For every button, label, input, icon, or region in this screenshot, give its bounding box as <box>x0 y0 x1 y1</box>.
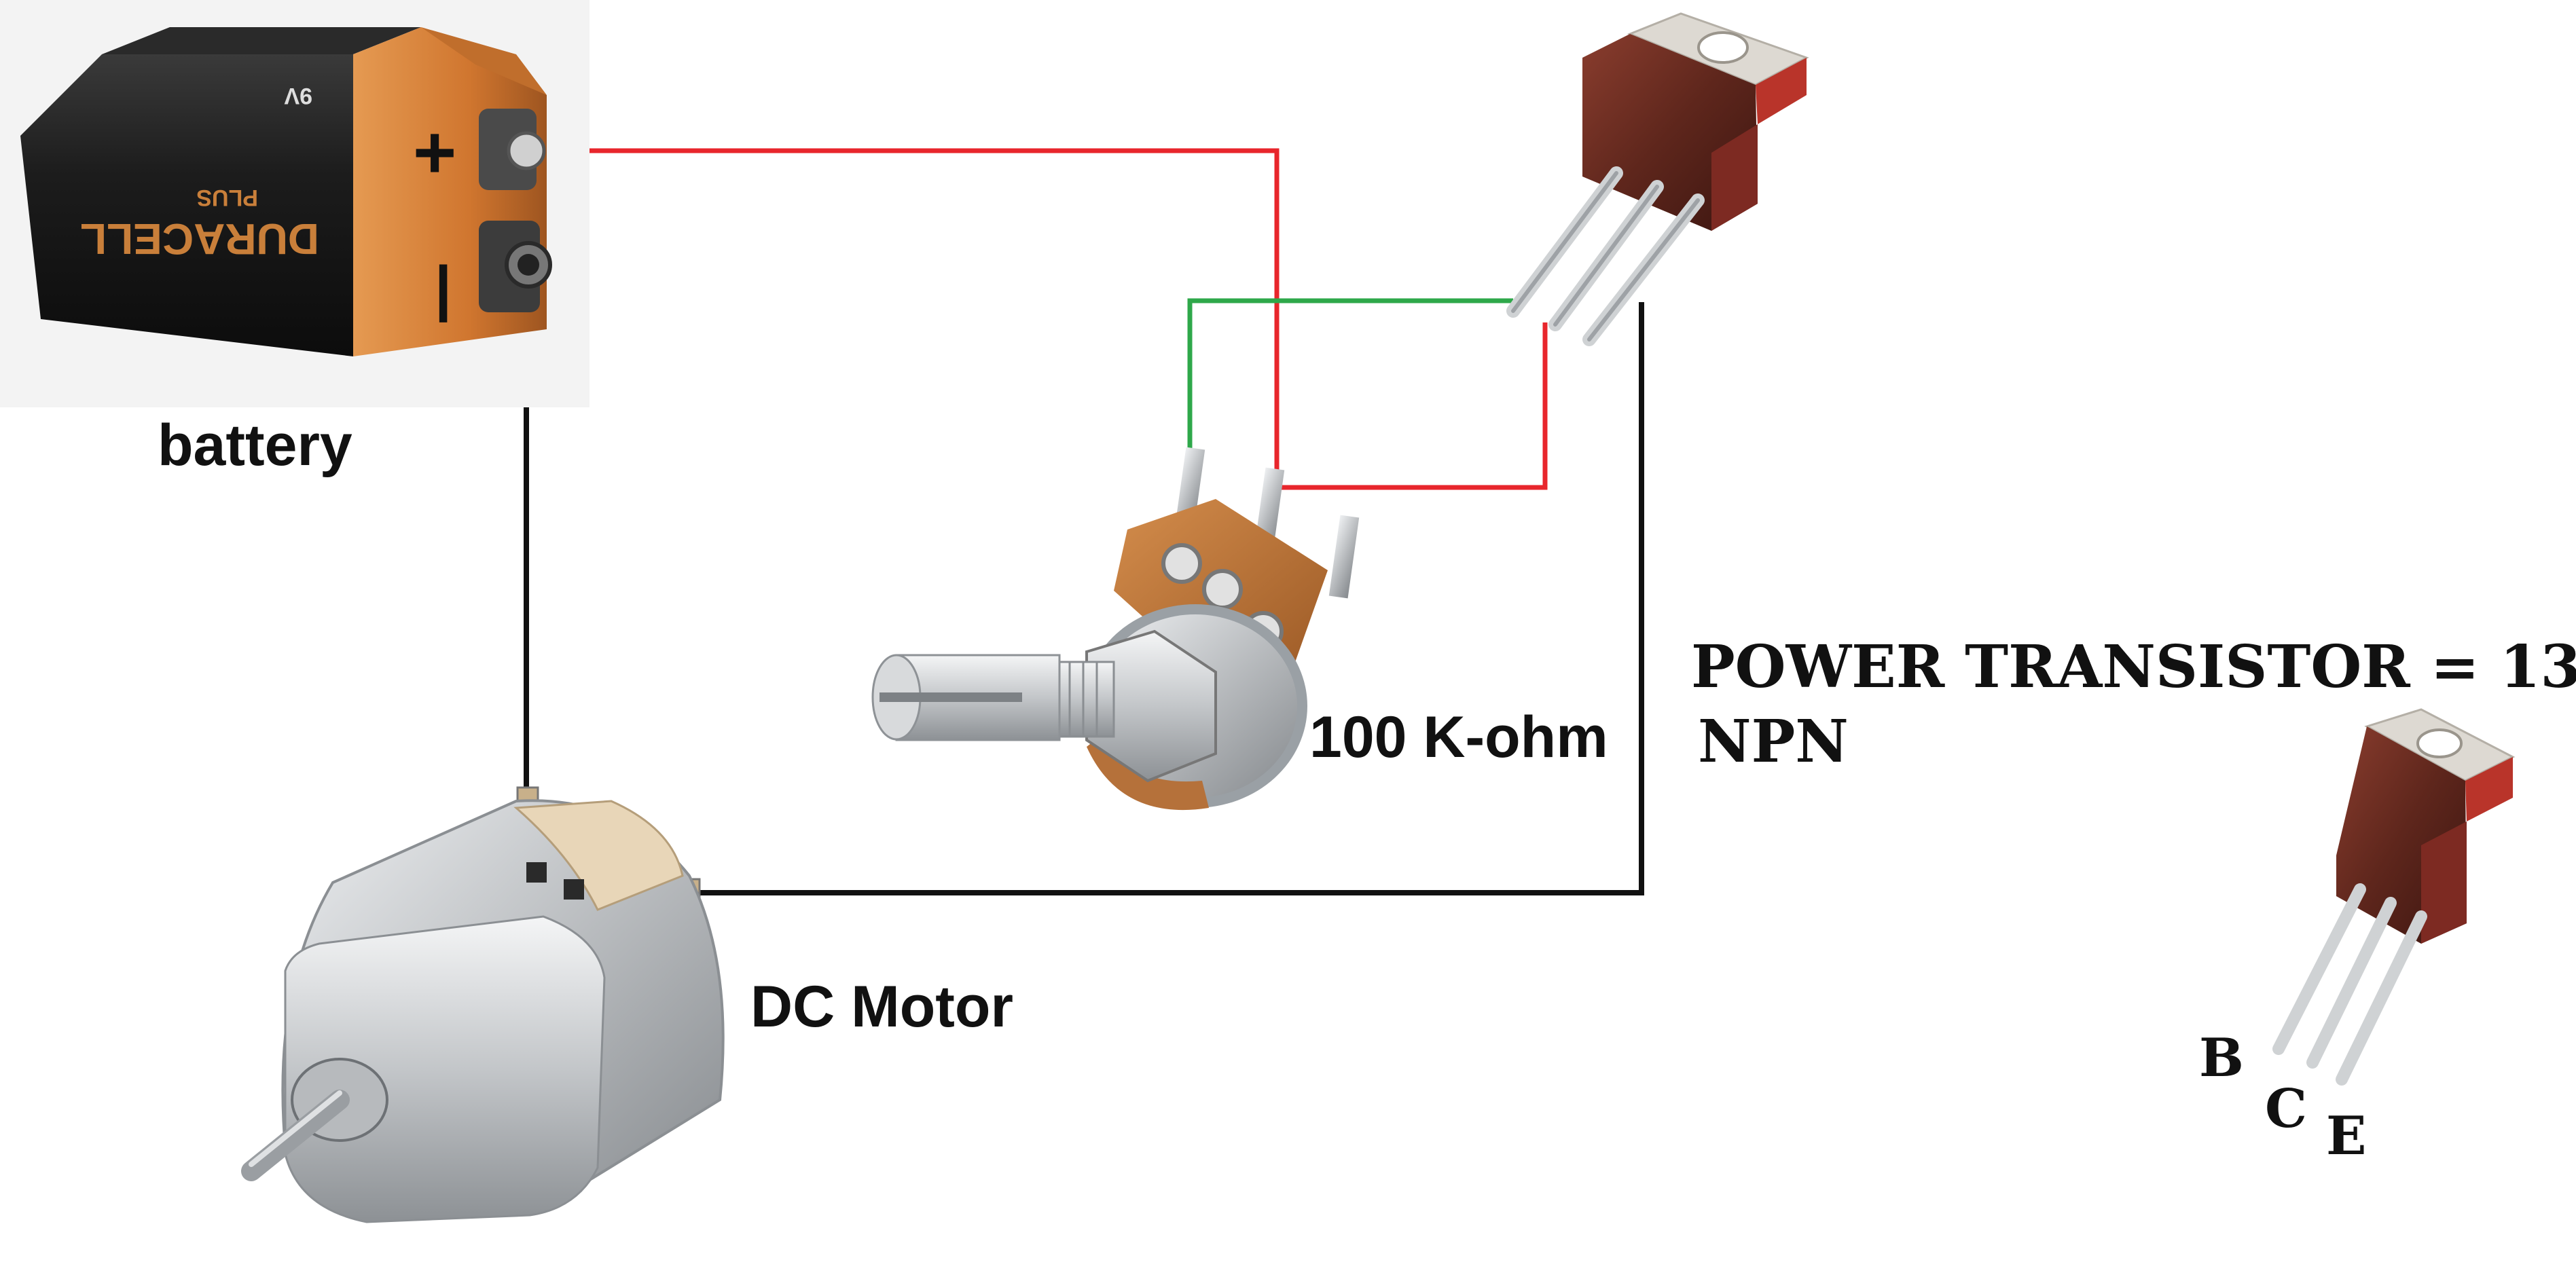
power-transistor <box>1506 12 1809 346</box>
pot-shaft <box>871 654 1061 741</box>
pin-e-label: E <box>2326 1105 2366 1167</box>
pot-nut <box>1085 629 1217 783</box>
potentiometer-label: 100 K-ohm <box>1309 705 1608 770</box>
battery-minus-sign: | <box>435 255 452 323</box>
pin-b-label: B <box>2199 1027 2244 1089</box>
battery: + | DURACELL PLUS 9V <box>0 0 589 407</box>
transistor-title: POWER TRANSISTOR = 1351 <box>1691 633 2576 701</box>
motor-shaft <box>241 1090 350 1181</box>
wires <box>524 148 1644 895</box>
transistor-legs <box>1506 166 1705 346</box>
reference-transistor <box>2272 708 2516 1086</box>
red-wire-battery-to-pot <box>526 148 1548 490</box>
battery-label: battery <box>158 413 352 478</box>
black-wire-emitter-to-motor <box>689 302 1644 895</box>
battery-line-text: PLUS <box>196 185 258 210</box>
dc-motor <box>241 786 725 1223</box>
potentiometer <box>871 447 1360 811</box>
motor-label: DC Motor <box>750 974 1013 1039</box>
battery-voltage-text: 9V <box>284 83 312 109</box>
transistor-type: NPN <box>1698 707 1849 776</box>
battery-body <box>20 54 353 356</box>
battery-brand-text: DURACELL <box>80 215 319 263</box>
battery-negative-terminal <box>479 221 552 312</box>
green-wire-pot-to-base <box>1187 298 1513 499</box>
pin-c-label: C <box>2265 1078 2307 1140</box>
battery-plus-sign: + <box>413 111 456 194</box>
motor-endcap <box>513 800 684 911</box>
battery-positive-terminal <box>479 109 546 190</box>
